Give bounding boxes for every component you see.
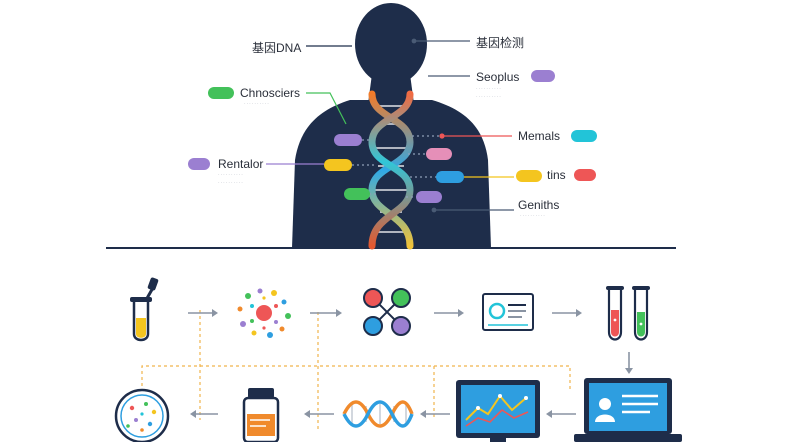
legend-pills [188, 70, 597, 182]
workflow-dashed-connectors [141, 310, 571, 430]
gene-marker-pills [324, 134, 464, 203]
sample-tubes-icon [606, 286, 650, 341]
dna-helix [368, 90, 414, 250]
placeholder-subtext: ·········· [244, 101, 270, 107]
label-geniths: Geniths [518, 198, 560, 212]
label-gene-testing: 基因检测 [476, 36, 525, 50]
callout-lines [266, 38, 514, 213]
label-rentalor: Rentalor [218, 157, 264, 171]
molecule-network-icon [363, 288, 411, 336]
dna-strand-icon [342, 400, 414, 428]
label-memals: Memals [518, 129, 561, 143]
placeholder-subtext: ·········· [476, 94, 502, 100]
analysis-monitor-icon [482, 293, 534, 331]
placeholder-subtext: ·········· [520, 213, 546, 219]
label-tins: tins [547, 168, 566, 182]
placeholder-subtext: ·········· [476, 86, 502, 92]
label-dna: 基因DNA [252, 41, 302, 55]
placeholder-subtext: ·········· [218, 180, 244, 186]
petri-dish-icon [114, 388, 170, 442]
label-chnosciers: Chnosciers [240, 86, 301, 100]
workflow-arrows [188, 309, 633, 418]
test-tube-dropper-icon [130, 277, 159, 342]
laptop-report-icon [574, 378, 682, 442]
cell-particles-icon [237, 288, 291, 338]
placeholder-subtext: ·········· [218, 172, 244, 178]
label-seoplus: Seoplus [476, 70, 520, 84]
medicine-bottle-icon [242, 388, 280, 442]
data-chart-monitor-icon [456, 380, 540, 442]
